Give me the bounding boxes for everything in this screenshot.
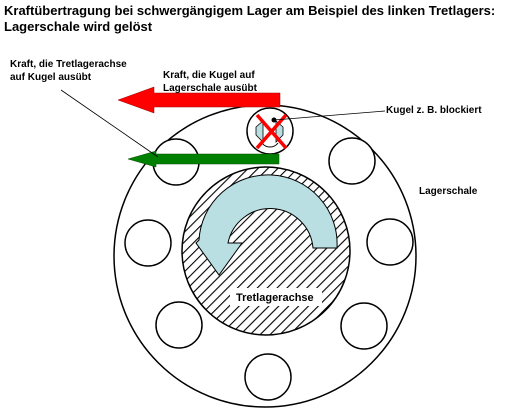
green-force-arrow xyxy=(127,150,280,168)
ball-force-label-line-2: Lagerschale ausübt xyxy=(163,83,258,94)
leader-line-blocked-ball xyxy=(273,110,386,121)
ball xyxy=(244,353,292,401)
ball xyxy=(340,302,388,350)
blocked-ball-detail xyxy=(255,113,288,150)
axle-label: Tretlagerachse xyxy=(236,292,314,304)
axle-force-label-line-1: Kraft, die Tretlagerachse xyxy=(10,59,127,70)
small-arc xyxy=(261,142,279,148)
title-line-1: Kraftübertragung bei schwergängigem Lage… xyxy=(4,3,495,18)
ball xyxy=(124,219,172,267)
ball xyxy=(155,301,203,349)
title-line-2: Lagerschale wird gelöst xyxy=(4,19,153,34)
axle-force-label-line-2: auf Kugel ausübt xyxy=(10,72,92,83)
blocked-cross-line-2 xyxy=(255,113,288,150)
bearing-shell-label: Lagerschale xyxy=(419,186,478,197)
ball-force-label-line-1: Kraft, die Kugel auf xyxy=(163,70,255,81)
leader-line-axle-force xyxy=(60,89,159,158)
rotation-arrow xyxy=(195,174,338,276)
blocked-ball-label: Kugel z. B. blockiert xyxy=(386,105,482,116)
ball xyxy=(328,137,376,185)
ball xyxy=(366,218,414,266)
red-force-arrow xyxy=(117,86,281,114)
axle-label-background xyxy=(230,288,322,306)
